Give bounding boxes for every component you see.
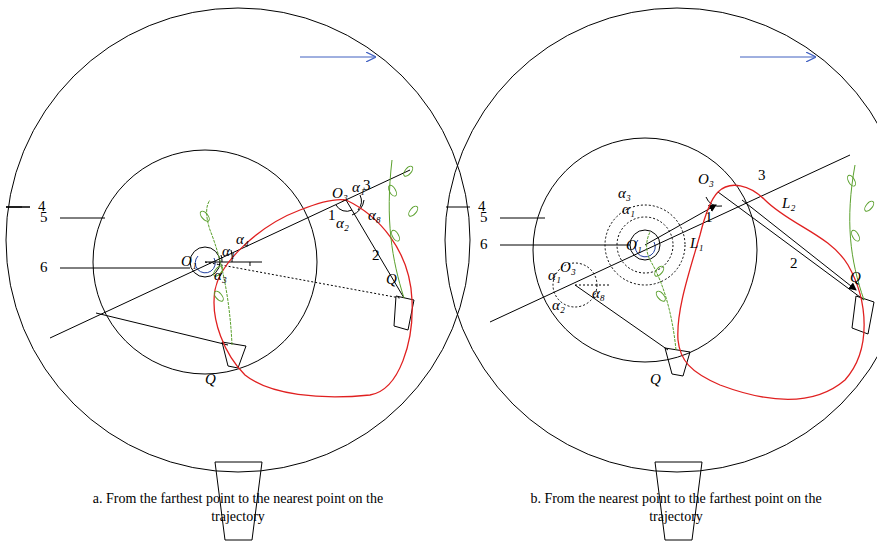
caption: a. From the farthest point to the neares… <box>88 490 388 525</box>
part-number: 2 <box>790 256 798 271</box>
point-label: O₁ <box>626 238 642 253</box>
angle-label: α₂ <box>336 216 349 231</box>
point-label: Q <box>650 372 661 387</box>
panel-a <box>6 8 470 540</box>
caption: b. From the nearest point to the farthes… <box>526 490 826 525</box>
part-number: 1 <box>328 208 336 223</box>
angle-label: α₈ <box>368 208 381 223</box>
dimension-label: L₂ <box>782 196 796 211</box>
point-label: O₃ <box>698 172 714 187</box>
part-number: 5 <box>480 210 488 225</box>
leaves <box>199 165 876 303</box>
angle-label: α₈ <box>592 286 605 301</box>
point-label: Q <box>850 270 861 285</box>
angle-label: α₃ <box>618 186 631 201</box>
leader-lines <box>6 207 630 268</box>
angle-label: α₁ <box>352 180 365 195</box>
point-label: Q <box>386 272 397 287</box>
part-number: 6 <box>480 237 488 252</box>
part-number: 6 <box>40 260 48 275</box>
part-number: 5 <box>40 210 48 225</box>
point-label: O₃ <box>560 260 576 275</box>
angle-label: α₁ <box>622 202 635 217</box>
angle-label: α₁ <box>548 268 561 283</box>
part-number: 2 <box>372 248 380 263</box>
part-number: 3 <box>758 168 766 183</box>
angle-label: α₃ <box>214 268 227 283</box>
angle-label: α₄ <box>236 232 249 247</box>
angle-label: α₁ <box>222 244 235 259</box>
dimension-label: L₁ <box>690 236 704 251</box>
part-number: 1 <box>705 210 713 225</box>
point-label: O₁ <box>181 254 197 269</box>
point-label: O₃ <box>332 186 348 201</box>
point-label: Q <box>205 372 216 387</box>
angle-label: α₂ <box>552 298 565 313</box>
panel-b <box>300 8 877 540</box>
